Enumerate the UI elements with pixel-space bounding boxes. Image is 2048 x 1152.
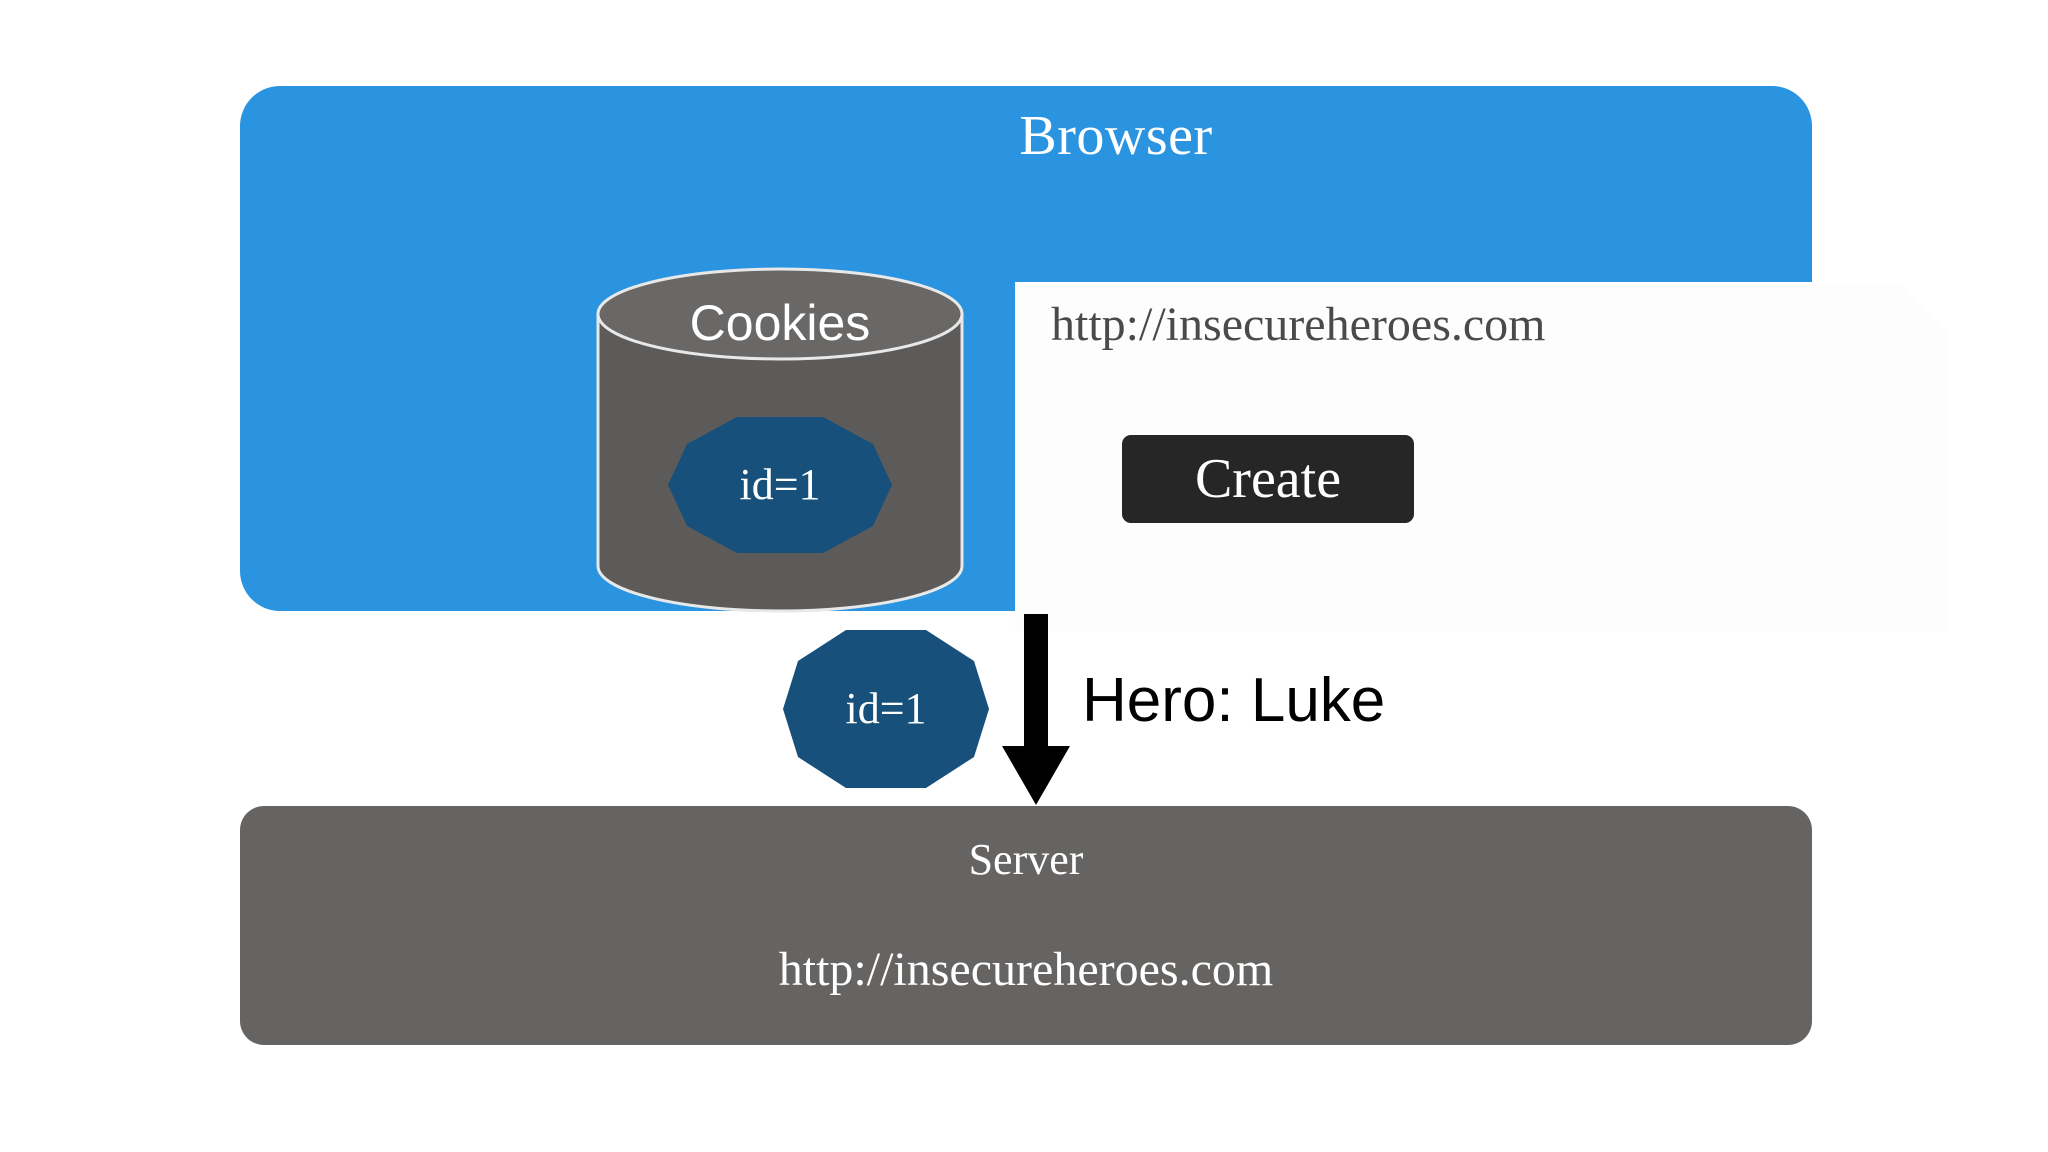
create-button[interactable]: Create xyxy=(1122,435,1414,523)
server-url: http://insecureheroes.com xyxy=(778,943,1274,996)
server-container: Server http://insecureheroes.com xyxy=(240,806,1812,1045)
browser-container: Browser Cookies id=1 http://insecurehero… xyxy=(240,86,1812,611)
browser-title: Browser xyxy=(1019,105,1213,167)
cookie-store-label: Cookies xyxy=(689,295,871,351)
cookie-store-cylinder: Cookies id=1 xyxy=(595,266,965,614)
decagon-icon xyxy=(783,630,989,788)
browser-page-sheet: http://insecureheroes.com Create xyxy=(1015,282,1947,632)
stored-cookie-value: id=1 xyxy=(739,460,821,509)
request-cookie-value: id=1 xyxy=(845,684,927,733)
stored-cookie-chip: id=1 xyxy=(667,416,893,554)
request-arrow-icon xyxy=(1000,614,1072,806)
address-bar-url[interactable]: http://insecureheroes.com xyxy=(1051,298,1546,351)
request-cookie-chip: id=1 xyxy=(782,629,990,789)
server-title: Server xyxy=(968,835,1084,884)
request-payload-label: Hero: Luke xyxy=(1082,666,1386,735)
decagon-icon xyxy=(668,417,892,553)
